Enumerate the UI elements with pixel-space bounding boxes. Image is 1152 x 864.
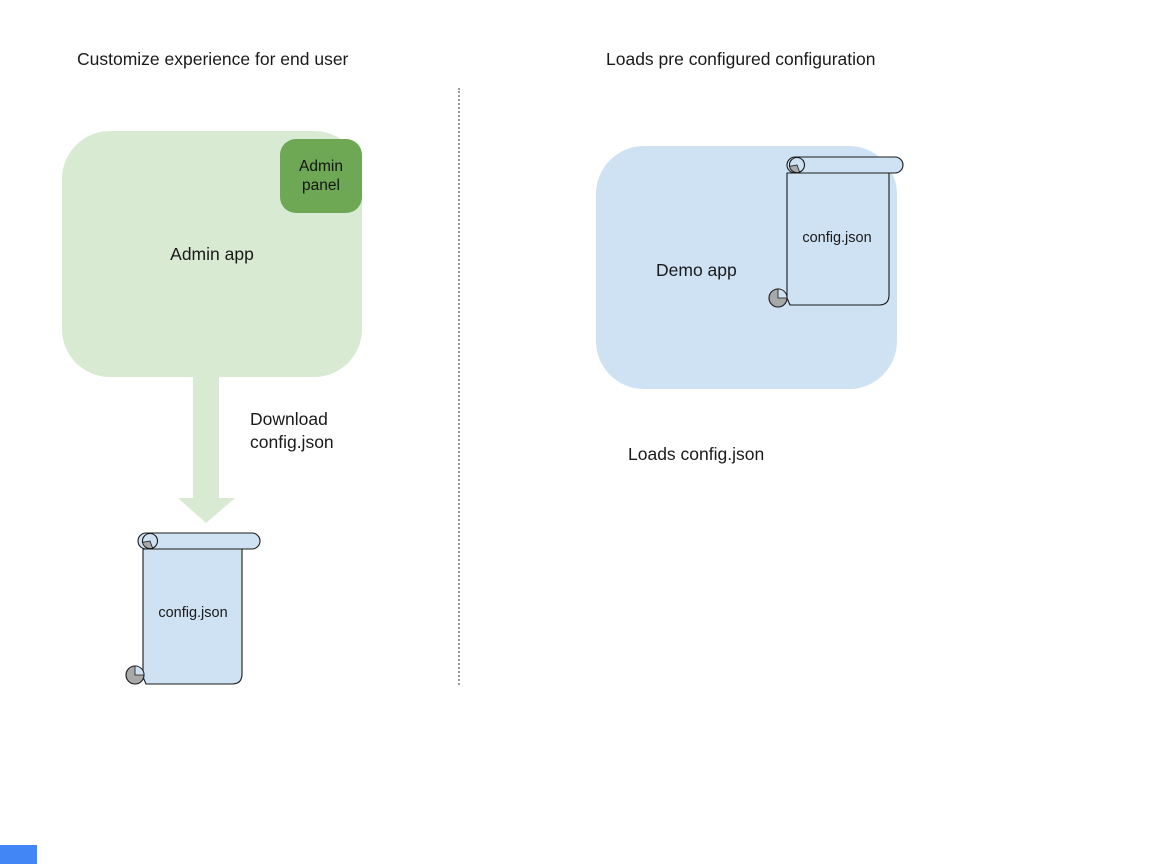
loads-config-caption: Loads config.json: [628, 444, 765, 464]
download-label: Download config.json: [250, 409, 334, 452]
demo-app-label: Demo app: [656, 260, 737, 280]
config-json-scroll-icon: [125, 532, 261, 685]
section-divider: [458, 88, 460, 685]
admin-panel-box: Admin panel: [280, 139, 362, 213]
config-json-label-left: config.json: [158, 605, 228, 621]
admin-panel-label: Admin panel: [299, 158, 343, 194]
config-json-scroll-icon: [768, 156, 904, 308]
right-section-title: Loads pre configured configuration: [606, 49, 876, 69]
download-arrow-icon: [178, 376, 235, 523]
left-section-title: Customize experience for end user: [77, 49, 349, 69]
corner-clipped-shape: [0, 845, 37, 864]
config-json-label-right: config.json: [802, 230, 872, 246]
admin-app-label: Admin app: [170, 244, 254, 264]
